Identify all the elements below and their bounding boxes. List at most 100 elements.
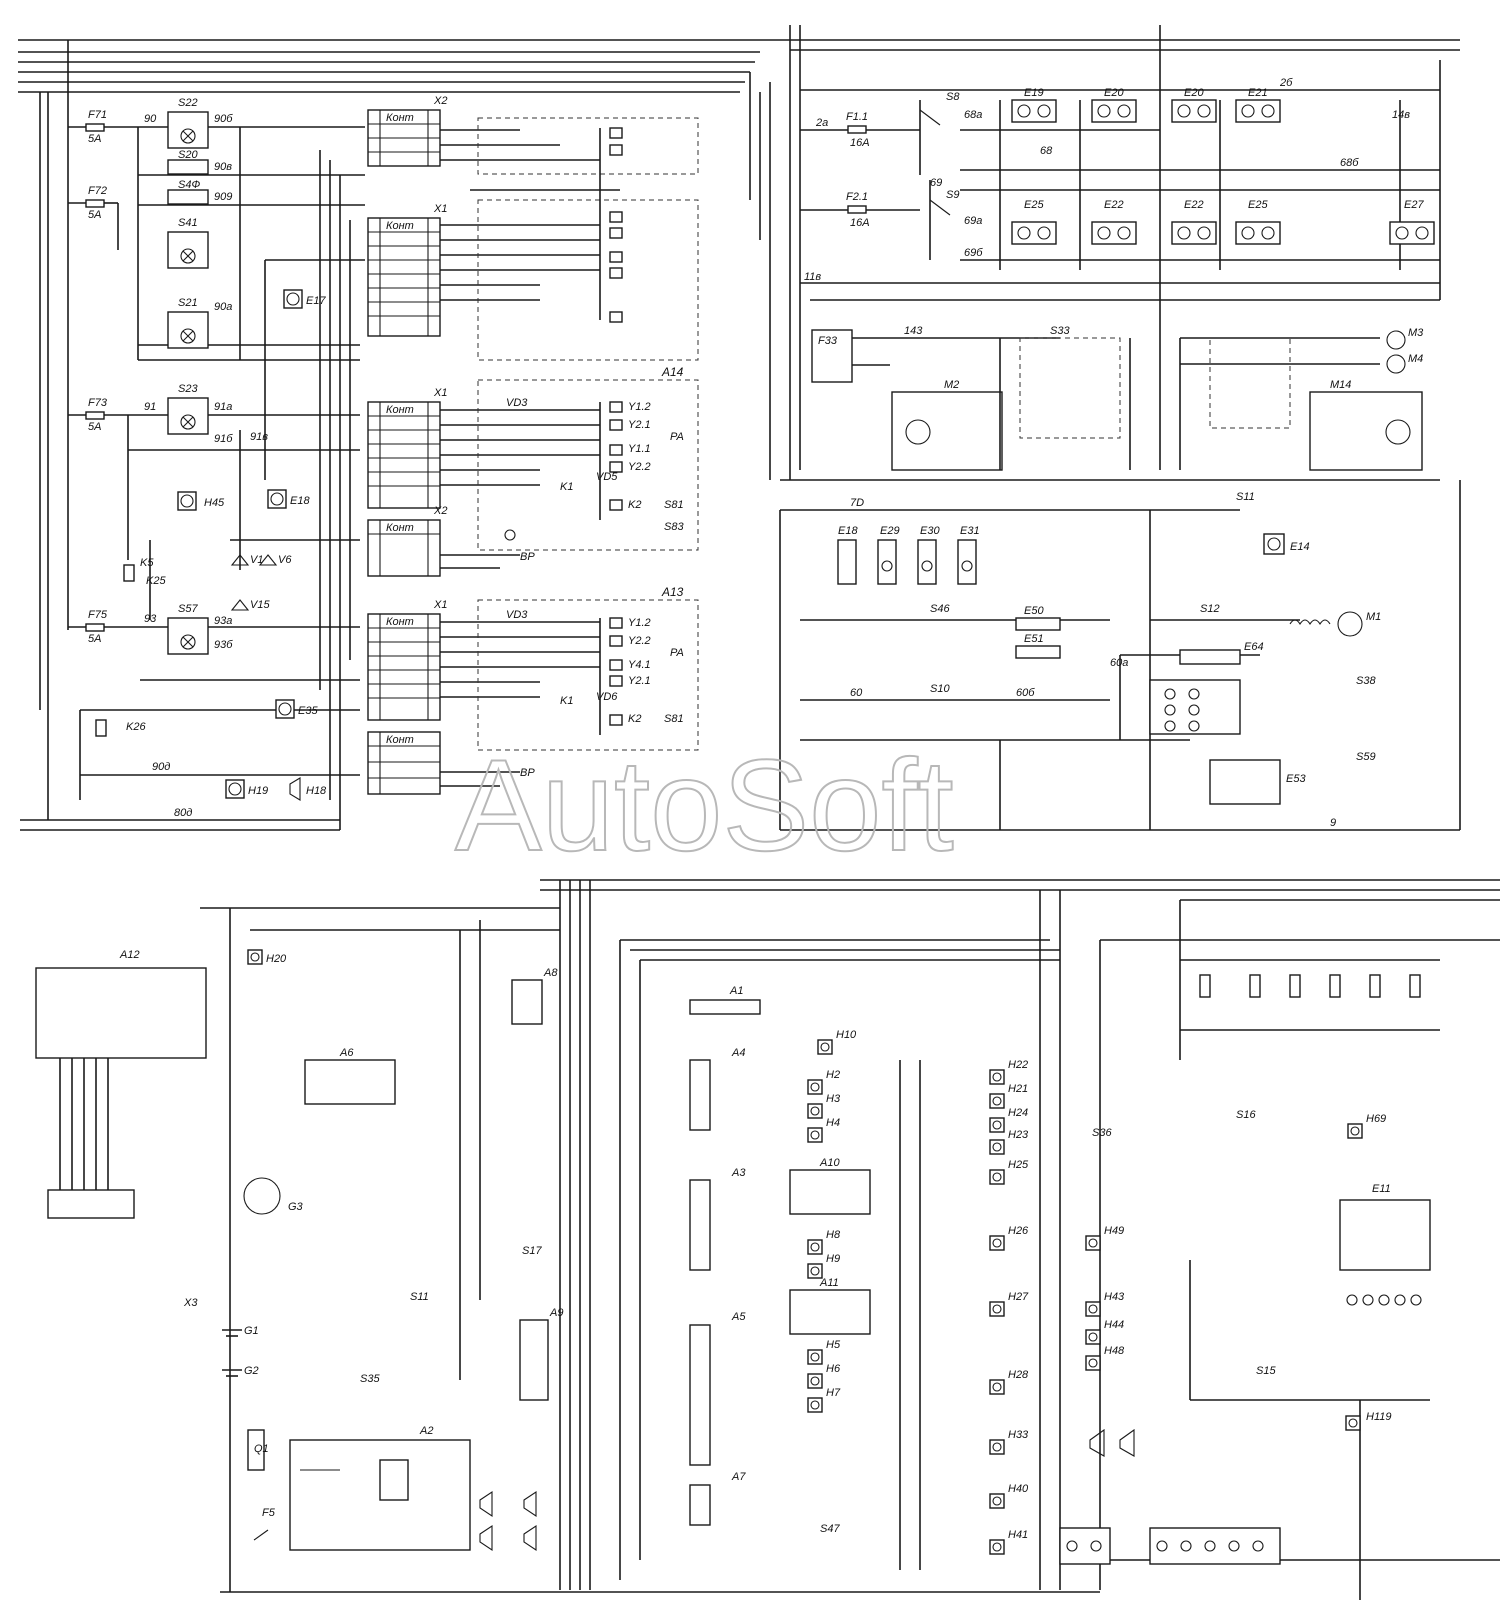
lamp-e25a: E25: [1011, 199, 1057, 245]
lamp-h28: H28: [989, 1369, 1029, 1395]
lamp-e25b-label: E25: [1248, 199, 1268, 211]
block-a9-label: A9: [549, 1307, 563, 1319]
relay-s20: S20: [167, 149, 209, 175]
svg-text:H6: H6: [826, 1363, 841, 1375]
fuse-f33-block: F33: [811, 329, 1060, 383]
wire-68b: 68б: [1340, 157, 1359, 169]
relay-s21: S21: [167, 297, 209, 349]
lamp-h23: H23: [989, 1129, 1029, 1155]
lamp-e29-label: E29: [880, 525, 900, 537]
block-a5-label: A5: [731, 1311, 746, 1323]
svg-text:H21: H21: [1008, 1083, 1028, 1095]
lamp-h9: H9: [807, 1253, 840, 1279]
top-left-wiring: [68, 126, 365, 830]
lamp-e17-label: E17: [306, 295, 326, 307]
lamp-h6: H6: [807, 1363, 841, 1389]
top-right-bus: [759, 25, 1460, 481]
wire-labels-right: 69 69a 69б 68 68a 68б 143 11в 7D 60 60a …: [804, 77, 1410, 829]
mid-right-wiring: [779, 480, 1461, 831]
coil-k25-label: K25: [146, 575, 166, 587]
motor-m3-label: M3: [1408, 327, 1424, 339]
connector-x2-top-header: Конт: [386, 112, 414, 124]
heater-e51-label: E51: [1024, 633, 1044, 645]
switch-s11-label: S11: [1236, 491, 1255, 503]
svg-text:H44: H44: [1104, 1319, 1124, 1331]
lamp-e30: E30: [917, 525, 940, 585]
wire-14v: 14в: [1392, 109, 1410, 121]
connector-outputs: [440, 129, 620, 787]
connector-x2-top: Конт X2: [367, 95, 447, 167]
connector-x2-mid: Конт X2: [367, 505, 447, 577]
lamp-e31: E31: [957, 525, 980, 585]
relay-s22: S22: [167, 97, 209, 149]
a13-relay-2: K2: [628, 713, 641, 725]
fuse-group: F71 5A F72 5A F73 5A F75 5A: [85, 109, 108, 645]
relay-s4f: S4Ф: [167, 179, 209, 205]
motor-m2-block: M2: [891, 379, 1003, 471]
lamp-e18: E18: [267, 489, 310, 509]
switch-labels-mid: S11 S12 S46 S10 S38 S59: [930, 491, 1376, 763]
lamp-e30-label: E30: [920, 525, 940, 537]
bottom-bus: [200, 879, 1500, 1600]
lamp-h3: H3: [807, 1093, 841, 1119]
wire-label-90v: 90в: [214, 161, 232, 173]
wire-label-91v: 91в: [250, 431, 268, 443]
speakers: [300, 1469, 537, 1552]
block-a10: A10: [789, 1157, 871, 1215]
block-a10-label: A10: [819, 1157, 840, 1169]
coil-k25: K25: [146, 575, 166, 587]
block-a8-label: A8: [543, 967, 558, 979]
wire-7d: 7D: [850, 497, 864, 509]
a14-valve-1: Y1.2: [628, 401, 651, 413]
switch-s11-block: [1209, 337, 1291, 429]
lamp-e20b-label: E20: [1184, 87, 1204, 99]
module-upper-dashed: [477, 117, 699, 361]
block-a6: A6: [304, 1047, 396, 1105]
switch-s8: S8: [919, 91, 960, 126]
switch-s15-label: S15: [1256, 1365, 1276, 1377]
wire-68: 68: [1040, 145, 1053, 157]
svg-text:H43: H43: [1104, 1291, 1125, 1303]
block-a6-label: A6: [339, 1047, 354, 1059]
switch-s33: S33: [1019, 325, 1121, 439]
fuse-f5-label: F5: [262, 1507, 276, 1519]
generator-g3-label: G3: [288, 1201, 304, 1213]
lamp-e22a-label: E22: [1104, 199, 1124, 211]
motor-m1: M1: [1289, 611, 1381, 637]
a14-valve-3: Y1.1: [628, 443, 651, 455]
lamp-e17: E17: [283, 289, 326, 309]
wire-68a: 68a: [964, 109, 982, 121]
lamp-e35: E35: [275, 699, 318, 719]
lamp-h10: H10: [817, 1029, 857, 1055]
battery-g1-label: G1: [244, 1325, 259, 1337]
a13-valve-3: Y4.1: [628, 659, 651, 671]
lamp-h5: H5: [807, 1339, 841, 1365]
switch-s10-label: S10: [930, 683, 950, 695]
connector-x1-a: Конт X1: [367, 203, 447, 337]
lamp-h44: H44: [1085, 1319, 1124, 1345]
lamp-h49: H49: [1085, 1225, 1124, 1251]
fuse-f71: F71 5A: [85, 109, 107, 145]
fuse-f75-label: F75: [88, 609, 108, 621]
wire-69: 69: [930, 177, 942, 189]
switch-q1-label: Q1: [254, 1443, 269, 1455]
lamp-e53: E53: [1209, 759, 1306, 805]
svg-text:H23: H23: [1008, 1129, 1029, 1141]
a14-sensor: BP: [520, 551, 535, 563]
lamp-e27: E27: [1389, 199, 1435, 245]
lamp-e27-label: E27: [1404, 199, 1424, 211]
switch-s12-label: S12: [1200, 603, 1220, 615]
svg-text:H7: H7: [826, 1387, 841, 1399]
lamp-e22a: E22: [1091, 199, 1137, 245]
a13-relay-1: K1: [560, 695, 573, 707]
wire-69a: 69a: [964, 215, 982, 227]
svg-text:H33: H33: [1008, 1429, 1029, 1441]
wire-60b: 60б: [1016, 687, 1035, 699]
lamp-e21-label: E21: [1248, 87, 1268, 99]
relay-s4f-label: S4Ф: [178, 179, 200, 191]
fuse-f5: F5: [253, 1507, 276, 1541]
lamp-h48: H48: [1085, 1345, 1125, 1371]
lamp-h69: H69: [1347, 1113, 1386, 1139]
coil-k26-label: K26: [126, 721, 146, 733]
